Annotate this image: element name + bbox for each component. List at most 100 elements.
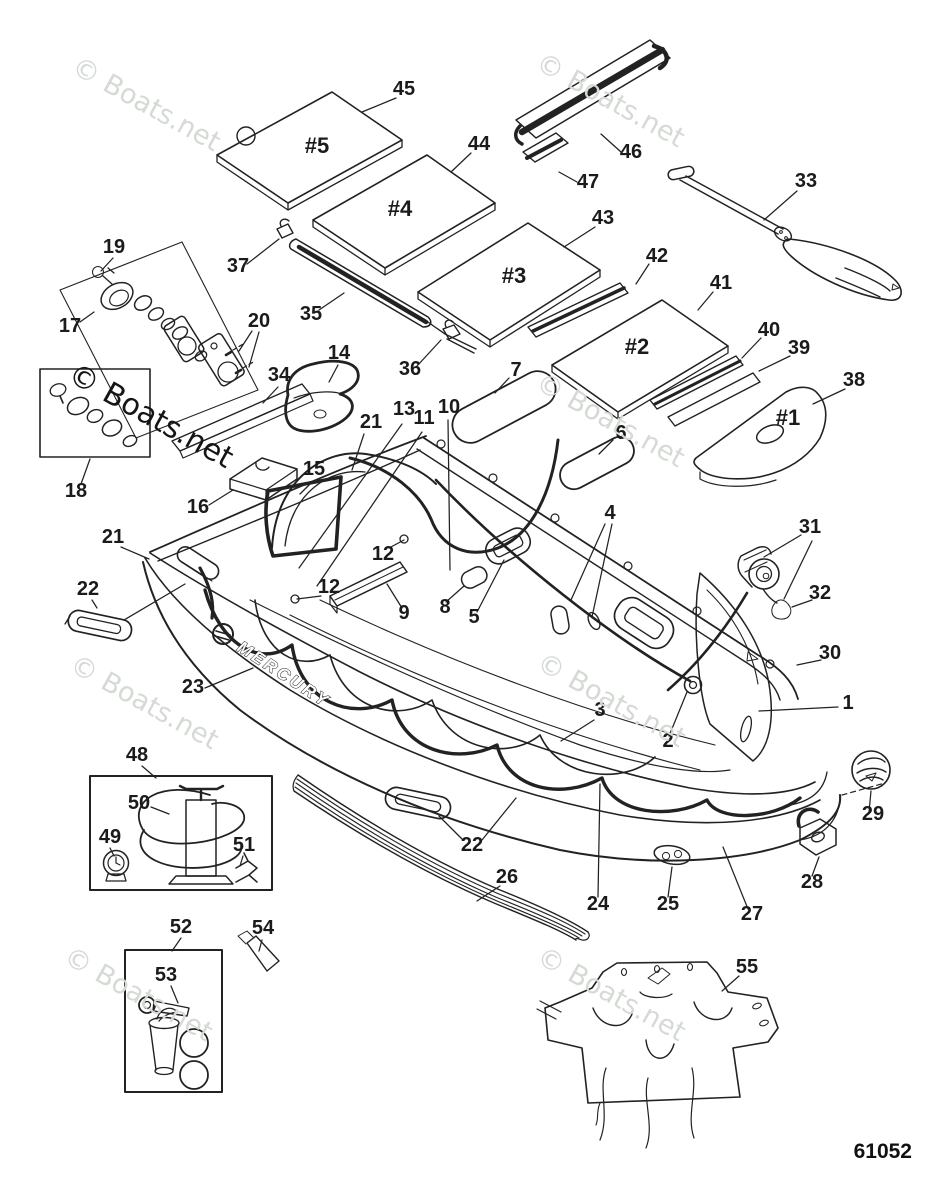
bench-bracket [522,132,569,163]
callout-4: 4 [604,502,616,524]
callout-32: 32 [809,582,831,604]
brand-emblem [841,750,891,796]
callout-36: 36 [399,358,421,380]
callout-13: 13 [393,398,415,420]
callout-34: 34 [268,364,291,386]
oring-kit-box [39,368,151,458]
callout-27: 27 [741,903,763,925]
callout-31: 31 [799,516,821,538]
callout-39: 39 [788,337,810,359]
floor-panel-5 [216,91,403,211]
mercury-logo: MERCURY [211,623,334,712]
bow-dodger-curve [271,452,437,549]
callout-38: 38 [843,369,865,391]
rail-clip [276,218,294,239]
callout-30: 30 [819,642,841,664]
pump-kit-box [89,775,273,891]
watermark: © Boats.net [532,941,691,1048]
inflation-valve [737,546,792,620]
callout-#1: #1 [776,405,800,430]
floor-panel-2 [551,299,729,420]
callout-12: 12 [372,543,394,565]
floor-panel-4 [312,154,496,276]
callout-25: 25 [657,893,679,915]
callout-#2: #2 [625,334,649,359]
joiner-strip-40 [649,355,744,410]
keel-strip [292,774,590,941]
callout-2: 2 [662,730,673,752]
callout-50: 50 [128,792,150,814]
bench-seat [514,39,671,146]
callout-40: 40 [758,319,780,341]
callout-16: 16 [187,496,209,518]
callout-47: 47 [577,171,599,193]
callout-15: 15 [303,458,325,480]
callout-24: 24 [587,893,610,915]
callout-54: 54 [252,917,275,939]
callout-45: 45 [393,78,415,100]
callout-46: 46 [620,141,642,163]
callout-29: 29 [862,803,884,825]
callout-18: 18 [65,480,87,502]
callout-20: 20 [248,310,270,332]
joiner-strip-39 [667,372,761,427]
leader-lines [79,97,872,1004]
callout-#3: #3 [502,263,526,288]
callout-22: 22 [77,578,99,600]
callout-35: 35 [300,303,322,325]
callout-12: 12 [318,576,340,598]
callout-5: 5 [468,606,479,628]
callout-7: 7 [510,359,521,381]
callout-10: 10 [438,396,460,418]
floor-panel-1-bow [693,386,827,487]
callout-#5: #5 [305,133,329,158]
callout-52: 52 [170,916,192,938]
grab-handle [64,609,133,642]
floor-panel-3 [417,222,601,348]
callout-3: 3 [594,699,605,721]
callout-42: 42 [646,245,668,267]
keel-bracket [229,457,298,501]
diagram-number: 61052 [854,1140,912,1163]
callout-21: 21 [360,411,382,433]
glue-tube [237,930,280,972]
roller-bar [288,238,477,354]
callout-21: 21 [102,526,124,548]
seat-cushion [284,359,360,433]
callout-23: 23 [182,676,204,698]
joiner-strip-42 [527,282,629,338]
callout-19: 19 [103,236,125,258]
watermark: © Boats.net [65,649,224,756]
callout-48: 48 [126,744,148,766]
repair-kit-box [124,949,223,1093]
callout-1: 1 [842,692,853,714]
callout-33: 33 [795,170,817,192]
watermark: © Boats.net [59,941,218,1048]
callout-14: 14 [328,342,351,364]
carry-bag [536,961,779,1149]
callout-22: 22 [461,834,483,856]
glue-patch-7 [451,370,557,444]
callout-53: 53 [155,964,177,986]
callout-43: 43 [592,207,614,229]
oar [667,165,902,301]
watermark: © Boats.net [67,51,226,158]
callout-9: 9 [398,602,409,624]
callout-55: 55 [736,956,758,978]
watermark: © Boats.net [532,647,691,754]
roller-clip [442,319,461,340]
transom-drain-fitting [796,807,837,856]
callout-11: 11 [413,407,434,429]
callout-8: 8 [439,596,450,618]
callout-37: 37 [227,255,249,277]
callout-26: 26 [496,866,518,888]
callout-41: 41 [710,272,732,294]
callout-28: 28 [801,871,823,893]
callout-17: 17 [59,315,81,337]
glue-patch-6 [559,435,635,491]
callout-6: 6 [615,422,626,444]
seat-mount-bar [329,561,408,614]
callout-49: 49 [99,826,121,848]
